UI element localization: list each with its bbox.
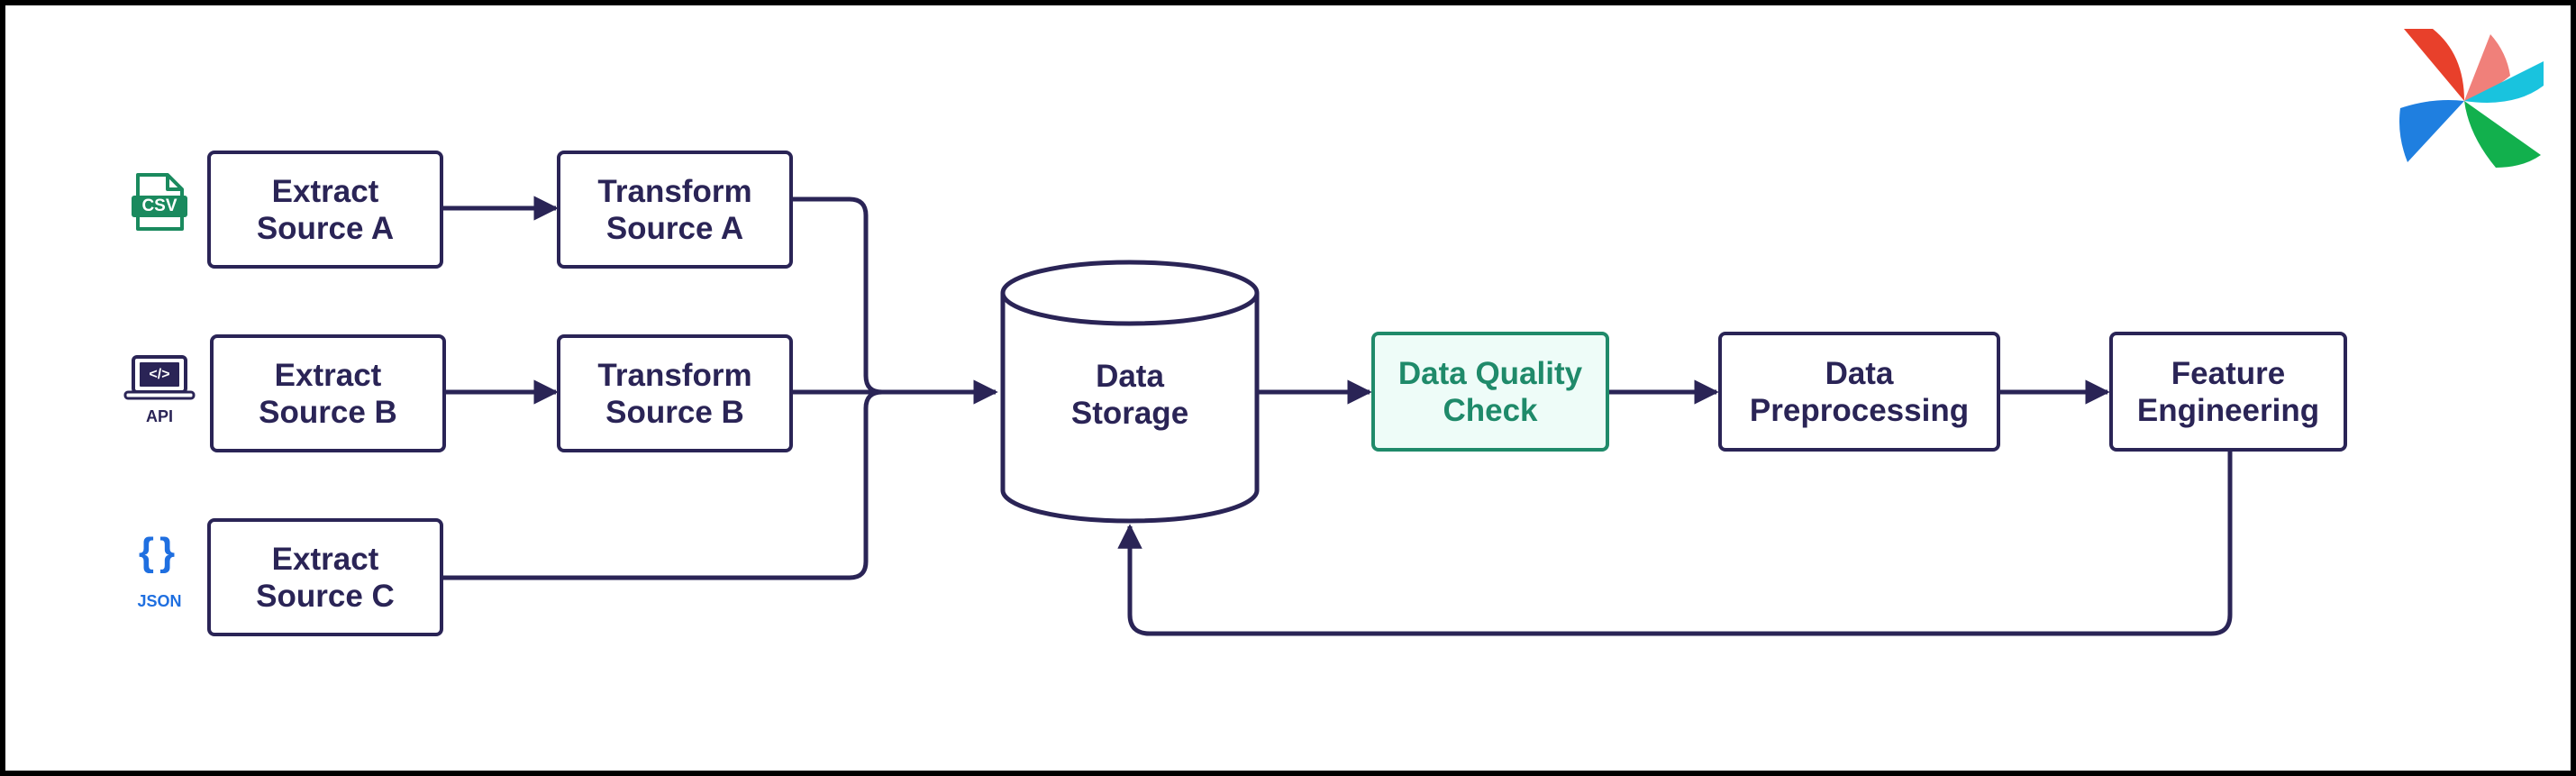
- extract-source-c-box[interactable]: Extract Source C: [207, 518, 443, 636]
- feature-engineering-box[interactable]: Feature Engineering: [2109, 332, 2347, 452]
- csv-file-icon: CSV: [130, 171, 189, 233]
- extract-source-c-label: Extract Source C: [256, 541, 395, 614]
- transform-source-a-box[interactable]: Transform Source A: [557, 151, 793, 269]
- transform-source-b-box[interactable]: Transform Source B: [557, 334, 793, 452]
- feature-engineering-label: Feature Engineering: [2136, 355, 2320, 428]
- extract-source-a-label: Extract Source A: [256, 173, 395, 246]
- json-icon-text: JSON: [137, 592, 182, 610]
- connector-extract-c-to-storage: [441, 389, 883, 580]
- data-storage-label[interactable]: Data Storage: [1070, 359, 1189, 431]
- extract-source-b-box[interactable]: Extract Source B: [210, 334, 446, 452]
- api-icon-text: API: [145, 407, 173, 425]
- json-braces-icon: {}: [138, 530, 181, 574]
- connector-transform-a-to-storage: [791, 196, 998, 405]
- data-preprocessing-box[interactable]: Data Preprocessing: [1718, 332, 2000, 452]
- data-storage-cylinder: [1000, 260, 1260, 524]
- api-laptop-icon: </>: [123, 354, 196, 401]
- extract-source-b-label: Extract Source B: [259, 357, 397, 430]
- extract-source-a-box[interactable]: Extract Source A: [207, 151, 443, 269]
- api-screen-glyph: </>: [149, 367, 170, 382]
- csv-icon-text: CSV: [141, 196, 177, 215]
- pinwheel-logo-icon: [2399, 29, 2544, 168]
- transform-source-b-label: Transform Source B: [597, 357, 752, 430]
- data-preprocessing-label: Data Preprocessing: [1749, 355, 1970, 428]
- data-quality-check-label: Data Quality Check: [1397, 355, 1583, 428]
- transform-source-a-label: Transform Source A: [597, 173, 752, 246]
- data-quality-check-box[interactable]: Data Quality Check: [1371, 332, 1609, 452]
- feedback-loop-feature-to-storage: [1117, 451, 2233, 636]
